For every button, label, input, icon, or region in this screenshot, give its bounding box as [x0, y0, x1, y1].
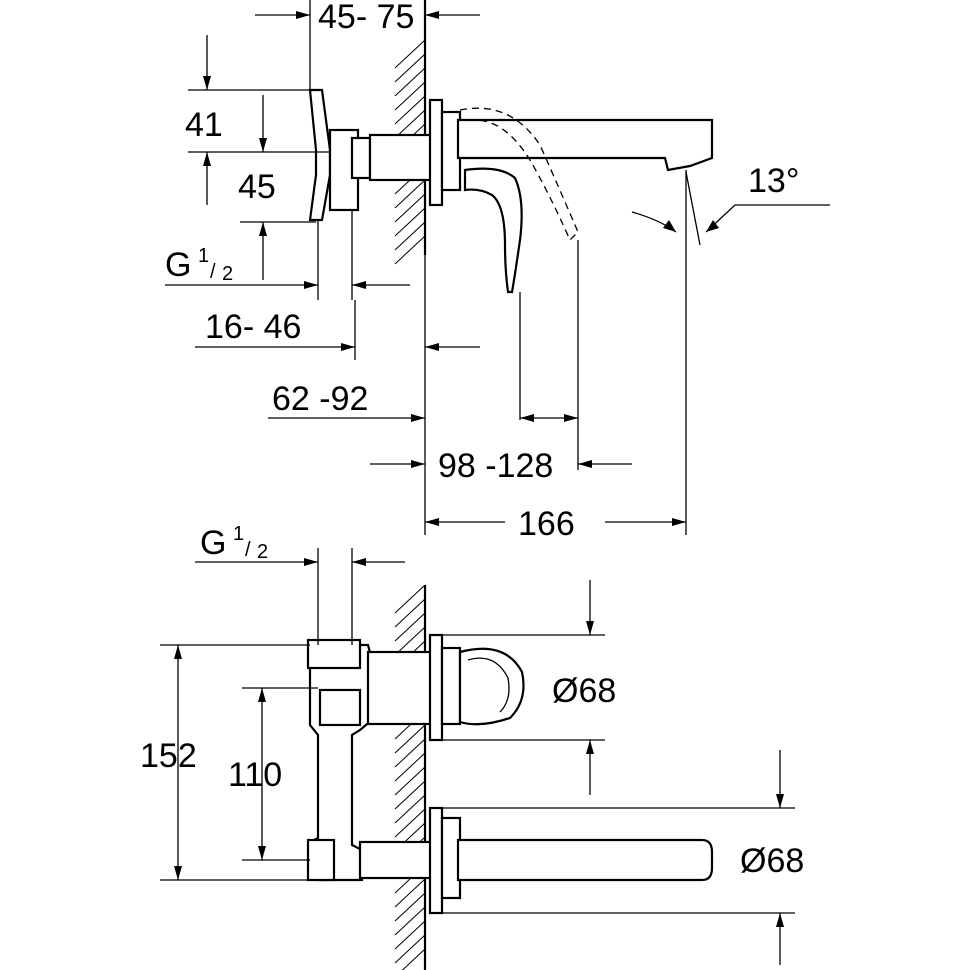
- upper-pipe: [366, 650, 434, 726]
- wall-rosette-side: [428, 98, 444, 207]
- dimension-arrowhead: [411, 460, 425, 468]
- thread-label-side: G 1 / 2: [165, 245, 233, 285]
- box-bottom-cap: [306, 838, 336, 882]
- svg-text:G: G: [200, 524, 226, 562]
- dimension-arrowhead: [174, 866, 182, 880]
- wall-upper: [394, 0, 427, 265]
- svg-text:1: 1: [198, 245, 209, 267]
- dimension-arrowhead: [352, 558, 366, 566]
- dimension-arrowhead: [776, 794, 784, 808]
- dimension-arrowhead: [425, 11, 439, 19]
- dimension-arrowhead: [425, 343, 439, 351]
- dim-mount-depth: 45- 75: [318, 0, 414, 36]
- dim-lever-reach: 98 -128: [438, 447, 553, 485]
- dimension-arrowhead: [203, 76, 211, 90]
- pipe-through-wall: [368, 133, 434, 182]
- dim-handle-rosette: Ø68: [552, 672, 616, 710]
- box-top-cap: [306, 638, 362, 670]
- dimension-arrowhead: [520, 414, 534, 422]
- spout-front: [456, 838, 714, 882]
- dim-height-lower: 45: [238, 168, 276, 206]
- dim-total-height: 152: [140, 737, 197, 775]
- handle-collar: [440, 646, 462, 726]
- dim-spout-reach: 166: [518, 505, 575, 543]
- concealed-box-flange: [308, 88, 332, 222]
- dimension-arrowhead: [203, 152, 211, 166]
- svg-text:G: G: [165, 246, 191, 284]
- dimension-arrowhead: [663, 220, 676, 232]
- box-mid-block: [318, 688, 362, 727]
- handle-ridge: [467, 657, 510, 713]
- dimension-arrowhead: [586, 740, 594, 754]
- dimension-arrowhead: [425, 518, 439, 526]
- dimension-arrowhead: [672, 518, 686, 526]
- spout-angle: 13°: [748, 162, 799, 200]
- svg-text:/: /: [210, 261, 216, 283]
- svg-text:/: /: [245, 539, 251, 561]
- wall-lower: [394, 584, 427, 970]
- dim-box-depth: 16- 46: [205, 308, 301, 346]
- dimension-arrowhead: [259, 222, 267, 236]
- dimension-arrowhead: [304, 558, 318, 566]
- front-view: [306, 633, 714, 915]
- spout-side: [456, 118, 714, 172]
- dimension-arrowhead: [578, 460, 592, 468]
- svg-text:1: 1: [233, 523, 244, 545]
- svg-text:2: 2: [257, 541, 268, 563]
- dim-center-distance: 110: [228, 756, 282, 794]
- dimension-arrowhead: [564, 414, 578, 422]
- dimension-arrowhead: [259, 138, 267, 152]
- handle-rosette: [428, 633, 444, 742]
- dimension-arrowhead: [776, 913, 784, 927]
- lower-pipe: [358, 840, 434, 880]
- lever-side: [463, 167, 523, 294]
- svg-text:2: 2: [222, 263, 233, 285]
- spout-rosette: [428, 806, 444, 915]
- dimension-arrowhead: [411, 414, 425, 422]
- side-view: [308, 88, 714, 294]
- dim-wall-to-body: 62 -92: [272, 380, 368, 418]
- dimension-arrowhead: [341, 343, 355, 351]
- thread-label-front: G 1 / 2: [200, 523, 268, 563]
- dim-height-upper: 41: [185, 106, 223, 144]
- dimension-arrows: [174, 11, 784, 927]
- dimension-arrowhead: [586, 621, 594, 635]
- dimension-arrowhead: [174, 645, 182, 659]
- dimension-arrowhead: [352, 281, 366, 289]
- dimension-arrowhead: [258, 846, 266, 860]
- dim-spout-rosette: Ø68: [740, 842, 804, 880]
- dimension-arrowhead: [304, 281, 318, 289]
- dimension-arrowhead: [296, 11, 310, 19]
- handle-front: [458, 647, 525, 726]
- connector-block: [350, 136, 372, 180]
- dimension-arrowhead: [258, 688, 266, 702]
- dimension-arrowhead: [706, 220, 719, 232]
- lever-swing-path: [459, 107, 579, 242]
